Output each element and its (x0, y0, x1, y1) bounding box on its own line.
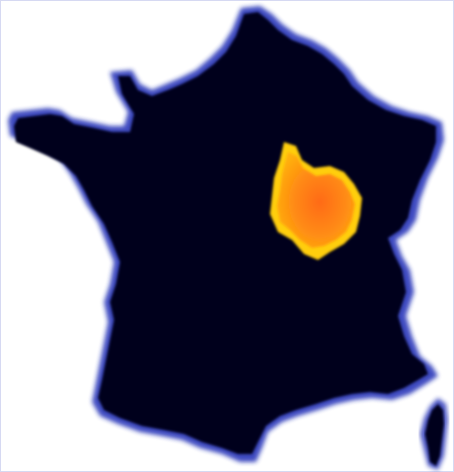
region-bourgogne-highlight (270, 142, 362, 260)
region-mainland (14, 12, 436, 454)
region-corsica (425, 404, 444, 466)
